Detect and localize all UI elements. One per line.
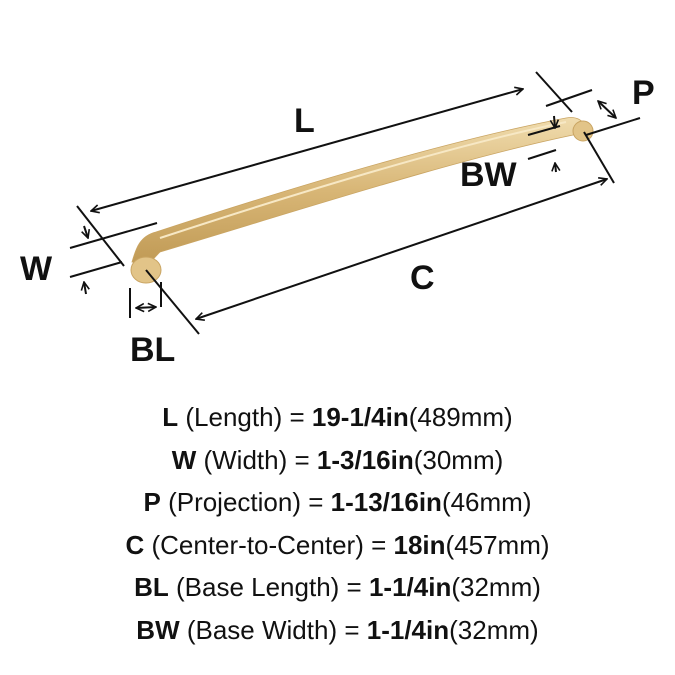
spec-metric: (30mm) bbox=[413, 444, 504, 475]
length-dimension-line bbox=[91, 89, 523, 211]
label-width: W bbox=[20, 250, 53, 288]
spec-name: (Width) = bbox=[196, 444, 317, 475]
spec-metric: (32mm) bbox=[451, 572, 541, 603]
spec-code: C bbox=[125, 529, 145, 560]
base-length-dimension-arrow bbox=[136, 307, 156, 308]
width-extension-line-bottom bbox=[69, 261, 123, 278]
spec-imperial: 1-1/4in bbox=[368, 572, 452, 603]
spec-name: (Projection) = bbox=[160, 487, 331, 518]
projection-dimension-arrow bbox=[598, 101, 616, 118]
label-projection: P bbox=[632, 74, 655, 112]
base-width-extension-line-bottom bbox=[527, 149, 557, 160]
spec-length: L (Length) = 19-1/4in(489mm) bbox=[0, 396, 675, 439]
spec-projection: P (Projection) = 1-13/16in(46mm) bbox=[0, 481, 675, 524]
center-extension-line-right bbox=[583, 131, 615, 184]
width-extension-line-top bbox=[69, 222, 158, 249]
spec-width: W (Width) = 1-3/16in(30mm) bbox=[0, 439, 675, 482]
spec-imperial: 1-3/16in bbox=[316, 444, 414, 475]
spec-metric: (457mm) bbox=[445, 529, 550, 560]
length-extension-line-left bbox=[76, 205, 125, 267]
spec-name: (Base Length) = bbox=[168, 572, 369, 603]
label-base-length: BL bbox=[130, 331, 175, 369]
spec-center-to-center: C (Center-to-Center) = 18in(457mm) bbox=[0, 524, 675, 567]
label-length: L bbox=[294, 102, 315, 140]
spec-imperial: 19-1/4in bbox=[311, 402, 409, 432]
center-dimension-line bbox=[196, 179, 607, 319]
label-center: C bbox=[410, 259, 435, 297]
center-extension-line-left bbox=[145, 269, 200, 335]
spec-imperial: 18in bbox=[393, 529, 446, 560]
spec-metric: (46mm) bbox=[441, 487, 532, 518]
spec-name: (Length) = bbox=[178, 402, 312, 432]
cabinet-pull-handle bbox=[130, 117, 594, 284]
spec-base-length: BL (Base Length) = 1-1/4in(32mm) bbox=[0, 566, 675, 609]
spec-base-width: BW (Base Width) = 1-1/4in(32mm) bbox=[0, 609, 675, 652]
spec-code: W bbox=[171, 444, 197, 475]
projection-extension-line-bottom bbox=[585, 117, 641, 136]
spec-code: BL bbox=[134, 572, 169, 603]
spec-code: L bbox=[162, 402, 179, 432]
spec-imperial: 1-13/16in bbox=[330, 487, 442, 518]
dimension-lines bbox=[69, 71, 641, 335]
label-base-width: BW bbox=[460, 156, 518, 194]
specifications-list: L (Length) = 19-1/4in(489mm) W (Width) =… bbox=[0, 396, 675, 652]
spec-code: BW bbox=[136, 614, 180, 645]
spec-metric: (489mm) bbox=[408, 402, 513, 432]
projection-extension-line-top bbox=[545, 89, 593, 107]
spec-name: (Center-to-Center) = bbox=[144, 529, 394, 560]
length-extension-line-right bbox=[535, 71, 573, 113]
spec-metric: (32mm) bbox=[449, 614, 539, 645]
spec-code: P bbox=[143, 487, 161, 518]
spec-imperial: 1-1/4in bbox=[366, 614, 450, 645]
spec-name: (Base Width) = bbox=[179, 614, 367, 645]
